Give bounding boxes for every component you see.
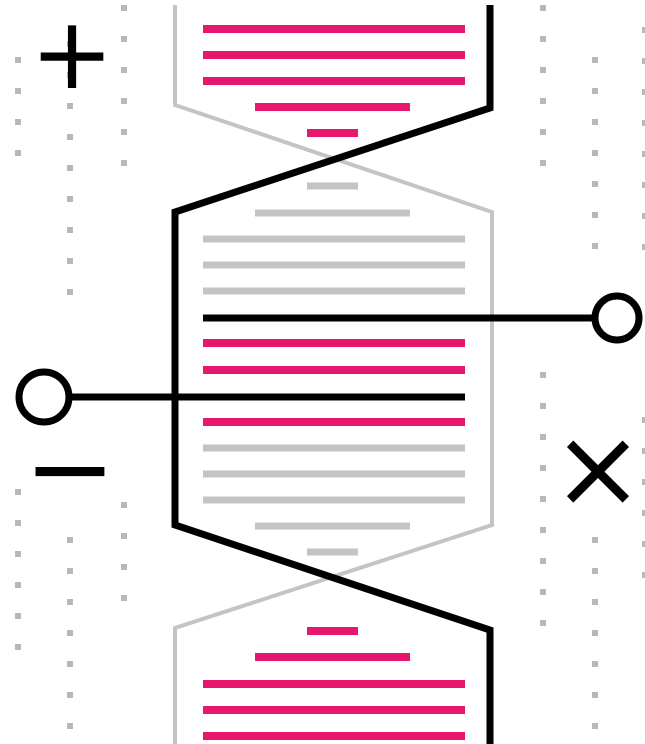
field-dot [642, 572, 645, 578]
field-dot [15, 644, 21, 650]
field-dot [67, 41, 73, 47]
field-dot [592, 661, 598, 667]
field-dot [121, 129, 127, 135]
field-dot [67, 537, 73, 543]
field-dot [67, 227, 73, 233]
plus-symbol: + [30, 0, 114, 112]
field-dot [67, 289, 73, 295]
field-dot [67, 692, 73, 698]
field-dot [67, 258, 73, 264]
field-dot [15, 582, 21, 588]
field-dot [642, 510, 645, 516]
field-dot [642, 213, 645, 219]
field-dot [121, 564, 127, 570]
field-dot [540, 527, 546, 533]
field-dot [592, 537, 598, 543]
field-dot [540, 434, 546, 440]
gray-strand-left [173, 5, 494, 744]
field-dot [592, 568, 598, 574]
field-dot [15, 57, 21, 63]
field-dot [642, 58, 645, 64]
field-dot [642, 244, 645, 250]
field-dot [540, 558, 546, 564]
field-dot [67, 723, 73, 729]
field-dot [67, 661, 73, 667]
field-dot [15, 551, 21, 557]
left-terminal-circle [15, 368, 73, 426]
field-dot [15, 150, 21, 156]
field-dot [592, 630, 598, 636]
field-dot [642, 89, 645, 95]
field-dot [592, 692, 598, 698]
field-dot [121, 160, 127, 166]
field-dot [121, 67, 127, 73]
field-dot [592, 150, 598, 156]
field-dot [15, 119, 21, 125]
field-dot [592, 181, 598, 187]
field-dot [67, 103, 73, 109]
field-dot [592, 243, 598, 249]
field-dot [642, 151, 645, 157]
field-dot [67, 568, 73, 574]
field-dot [540, 5, 546, 11]
field-dot [15, 489, 21, 495]
field-dot [540, 36, 546, 42]
field-dot [67, 599, 73, 605]
right-terminal-circle [591, 292, 643, 344]
dotted-field-lines [15, 5, 645, 729]
field-dot [121, 502, 127, 508]
field-dot [121, 5, 127, 11]
field-dot [540, 620, 546, 626]
field-dot [121, 36, 127, 42]
field-dot [642, 541, 645, 547]
field-dot [540, 372, 546, 378]
field-dot [540, 67, 546, 73]
field-dot [592, 57, 598, 63]
field-dot [67, 165, 73, 171]
field-dot [642, 120, 645, 126]
field-dot [642, 417, 645, 423]
field-dot [592, 119, 598, 125]
field-dot [592, 599, 598, 605]
field-dot [642, 479, 645, 485]
minus-symbol: − [24, 404, 116, 532]
field-dot [15, 613, 21, 619]
field-dot [642, 448, 645, 454]
field-dot [121, 595, 127, 601]
field-dot [642, 182, 645, 188]
plate-bars [203, 25, 465, 740]
cross-symbol: × [552, 404, 644, 532]
field-dot [540, 129, 546, 135]
field-dot [540, 98, 546, 104]
black-strand [171, 5, 494, 744]
field-dot [121, 98, 127, 104]
field-dot [67, 72, 73, 78]
field-dot [540, 403, 546, 409]
field-dot [592, 212, 598, 218]
field-dot [15, 88, 21, 94]
field-dot [15, 520, 21, 526]
field-dot [540, 465, 546, 471]
field-dot [67, 630, 73, 636]
field-dot [540, 589, 546, 595]
field-dot [121, 533, 127, 539]
field-dot [642, 27, 645, 33]
field-dot [67, 196, 73, 202]
field-dot [540, 496, 546, 502]
field-dot [592, 88, 598, 94]
field-dot [540, 160, 546, 166]
field-dot [592, 723, 598, 729]
field-dot [67, 134, 73, 140]
